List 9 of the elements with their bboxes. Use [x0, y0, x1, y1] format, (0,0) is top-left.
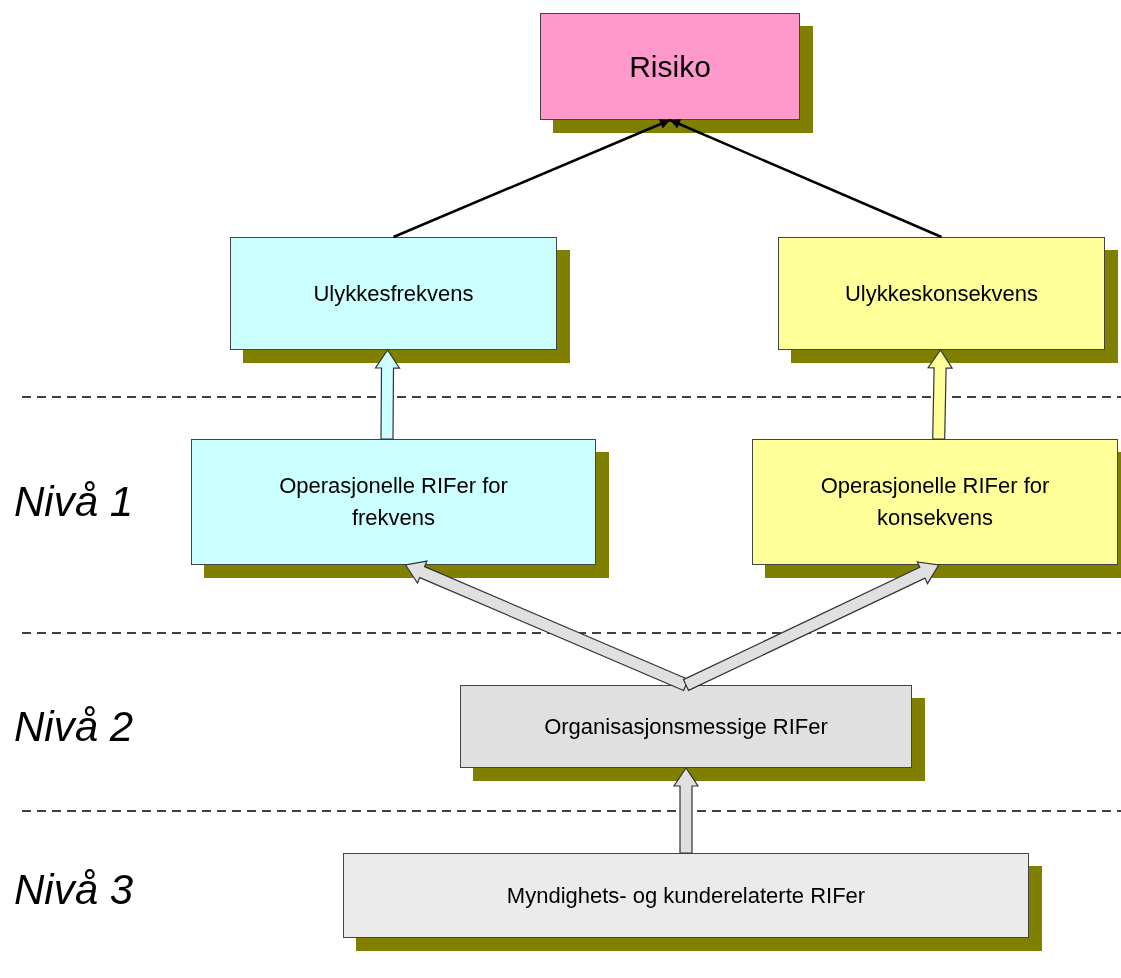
level-label: Nivå 1 — [14, 478, 134, 526]
level-label: Nivå 2 — [14, 703, 134, 751]
level-label: Nivå 3 — [14, 866, 134, 914]
block-arrow — [682, 561, 940, 692]
arrow — [393, 118, 671, 239]
arrow — [669, 118, 942, 239]
block-arrow — [374, 348, 401, 440]
block-arrow — [672, 766, 700, 854]
block-arrow — [926, 348, 954, 440]
